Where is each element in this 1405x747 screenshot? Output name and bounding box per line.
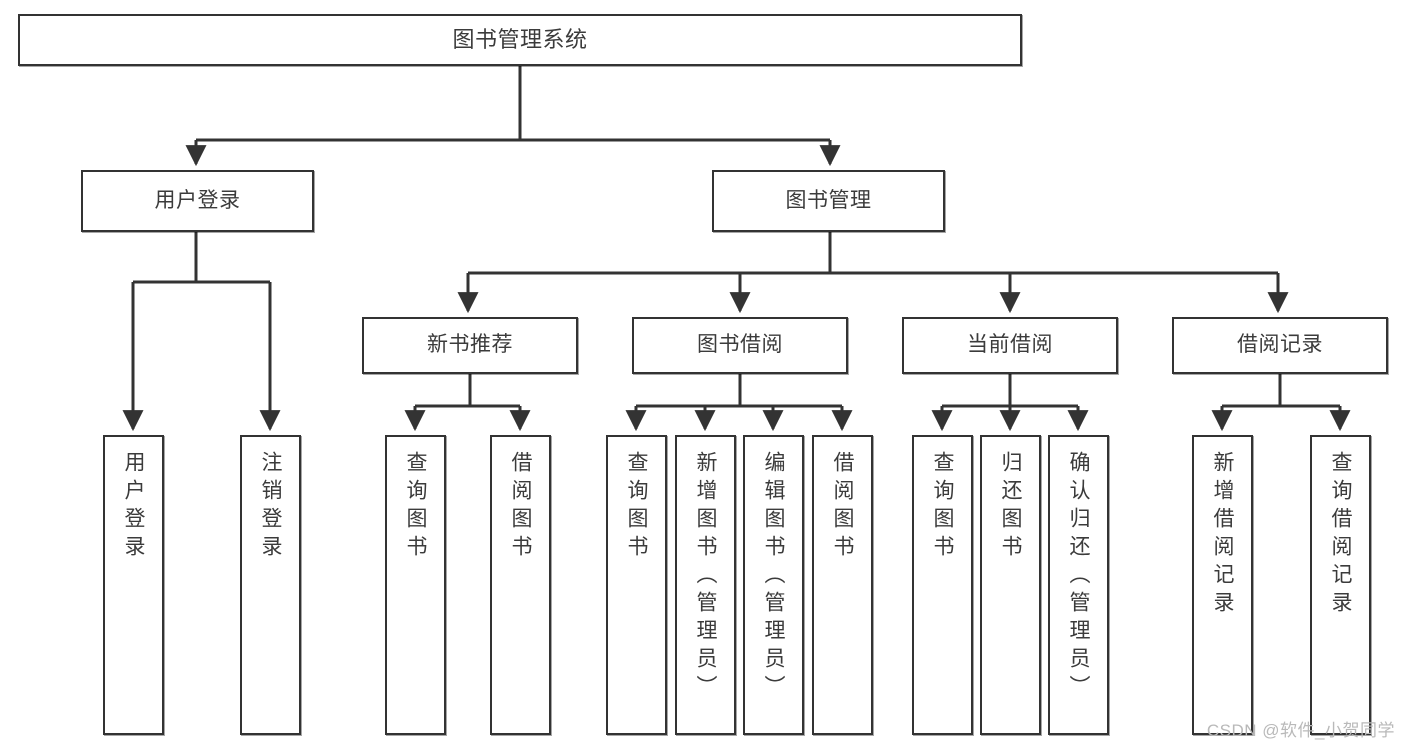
node-leaf-query-book-2[interactable]: 查询图书 [606, 435, 667, 735]
node-label: 新书推荐 [427, 333, 513, 357]
node-leaf-edit-book[interactable]: 编辑图书（管理员） [743, 435, 804, 735]
node-label: 确认归还（管理员） [1067, 451, 1090, 703]
node-label: 归还图书 [999, 451, 1022, 563]
node-current-borrow[interactable]: 当前借阅 [902, 317, 1118, 374]
node-root-system[interactable]: 图书管理系统 [18, 14, 1022, 66]
node-leaf-query-book-1[interactable]: 查询图书 [385, 435, 446, 735]
node-label: 当前借阅 [967, 333, 1053, 357]
node-leaf-add-record[interactable]: 新增借阅记录 [1192, 435, 1253, 735]
node-label: 借阅图书 [509, 451, 532, 563]
node-borrow-record[interactable]: 借阅记录 [1172, 317, 1388, 374]
node-new-book-recommend[interactable]: 新书推荐 [362, 317, 578, 374]
node-label: 注销登录 [259, 451, 282, 563]
node-leaf-add-book[interactable]: 新增图书（管理员） [675, 435, 736, 735]
node-label: 用户登录 [122, 451, 145, 563]
node-leaf-borrow-book-1[interactable]: 借阅图书 [490, 435, 551, 735]
node-leaf-query-record[interactable]: 查询借阅记录 [1310, 435, 1371, 735]
node-label: 查询图书 [404, 451, 427, 563]
node-leaf-return-book[interactable]: 归还图书 [980, 435, 1041, 735]
node-label: 编辑图书（管理员） [762, 451, 785, 703]
node-label: 查询图书 [931, 451, 954, 563]
node-user-login[interactable]: 用户登录 [81, 170, 314, 232]
node-leaf-user-login[interactable]: 用户登录 [103, 435, 164, 735]
node-leaf-borrow-book-2[interactable]: 借阅图书 [812, 435, 873, 735]
node-book-management[interactable]: 图书管理 [712, 170, 945, 232]
node-leaf-query-book-3[interactable]: 查询图书 [912, 435, 973, 735]
node-label: 图书管理 [785, 188, 872, 212]
node-label: 借阅图书 [831, 451, 854, 563]
node-label: 图书管理系统 [452, 27, 588, 53]
node-label: 查询借阅记录 [1329, 451, 1352, 619]
node-label: 图书借阅 [697, 333, 783, 357]
csdn-watermark: CSDN @软件_小贺同学 [1206, 721, 1395, 740]
node-label: 新增图书（管理员） [694, 451, 717, 703]
node-label: 查询图书 [625, 451, 648, 563]
node-book-borrow[interactable]: 图书借阅 [632, 317, 848, 374]
node-label: 用户登录 [154, 188, 241, 212]
node-label: 借阅记录 [1237, 333, 1323, 357]
node-leaf-confirm-return[interactable]: 确认归还（管理员） [1048, 435, 1109, 735]
node-leaf-logout-login[interactable]: 注销登录 [240, 435, 301, 735]
node-label: 新增借阅记录 [1211, 451, 1234, 619]
